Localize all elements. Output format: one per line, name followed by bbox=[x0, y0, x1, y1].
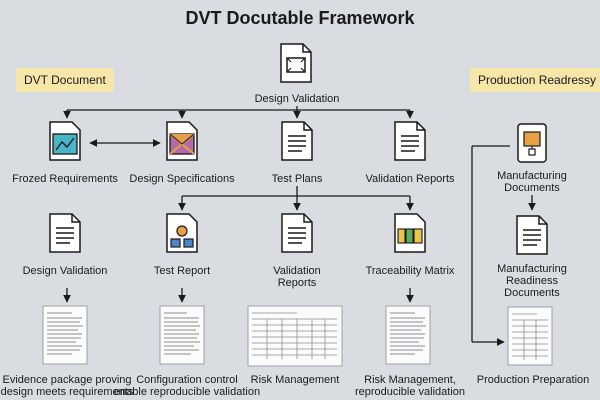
row1-label-2: Design Specifications bbox=[129, 173, 235, 185]
banner-dvt-document: DVT Document bbox=[16, 68, 114, 92]
document-icon bbox=[281, 213, 313, 253]
right-node-1 bbox=[515, 122, 549, 169]
row1-node-2 bbox=[165, 120, 199, 167]
diagram-document-icon bbox=[166, 121, 198, 161]
table-page-icon bbox=[507, 306, 553, 366]
top-node bbox=[279, 42, 313, 89]
right-label-3: Production Preparation bbox=[476, 374, 590, 386]
bottom-label-3: Risk Management bbox=[250, 374, 340, 386]
right-label-2: Manufacturing Readiness Documents bbox=[497, 263, 567, 299]
chart-document-icon bbox=[49, 121, 81, 161]
row2-label-3: Validation Reports bbox=[273, 265, 321, 289]
row2-label-4: Traceability Matrix bbox=[365, 265, 455, 277]
shapes-document-icon bbox=[166, 213, 198, 253]
right-label-1: Manufacturing Documents bbox=[497, 170, 567, 194]
document-icon bbox=[49, 213, 81, 253]
row2-node-3 bbox=[280, 212, 314, 259]
text-page-icon bbox=[42, 305, 88, 365]
bottom-label-4: Risk Management, reproducible validation bbox=[354, 374, 466, 398]
row1-label-1: Frozed Requirements bbox=[12, 173, 118, 185]
text-page-icon bbox=[159, 305, 205, 365]
bottom-page-4 bbox=[385, 305, 431, 370]
row2-node-2 bbox=[165, 212, 199, 259]
right-node-3 bbox=[507, 306, 553, 371]
banner-production-readiness: Production Readressy bbox=[470, 68, 600, 92]
row2-label-2: Test Report bbox=[153, 265, 211, 277]
matrix-document-icon bbox=[394, 213, 426, 253]
document-icon bbox=[516, 215, 548, 255]
tablet-document-icon bbox=[517, 123, 547, 163]
bottom-page-3 bbox=[247, 305, 343, 372]
bottom-label-1: Evidence package proving design meets re… bbox=[0, 374, 134, 398]
document-icon bbox=[281, 121, 313, 161]
row1-label-4: Validation Reports bbox=[365, 173, 455, 185]
top-node-label: Design Validation bbox=[254, 93, 340, 105]
table-page-icon bbox=[247, 305, 343, 367]
row2-node-4 bbox=[393, 212, 427, 259]
row1-node-1 bbox=[48, 120, 82, 167]
bottom-page-2 bbox=[159, 305, 205, 370]
diagram-title: DVT Docutable Framework bbox=[185, 8, 415, 28]
row2-label-1: Design Validation bbox=[22, 265, 108, 277]
row1-node-4 bbox=[393, 120, 427, 167]
bottom-page-1 bbox=[42, 305, 88, 370]
row1-label-3: Test Plans bbox=[271, 173, 323, 185]
document-icon bbox=[394, 121, 426, 161]
row2-node-1 bbox=[48, 212, 82, 259]
row1-node-3 bbox=[280, 120, 314, 167]
bottom-label-2: Configuration control enable reproducibl… bbox=[113, 374, 261, 398]
frame-document-icon bbox=[280, 43, 312, 83]
right-node-2 bbox=[515, 214, 549, 261]
text-page-icon bbox=[385, 305, 431, 365]
